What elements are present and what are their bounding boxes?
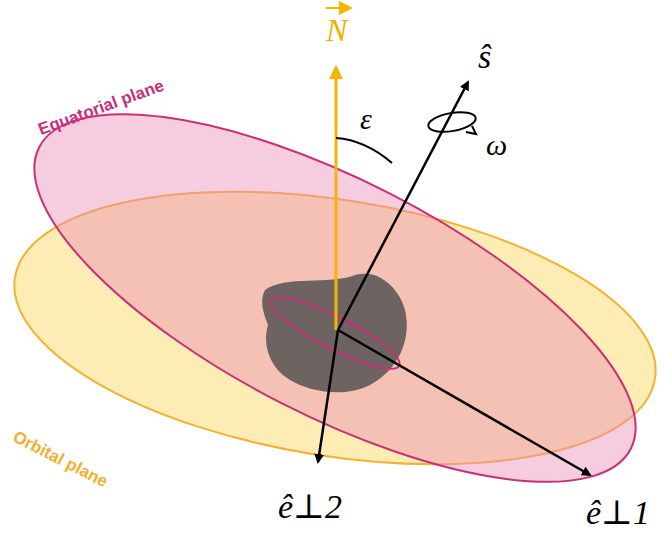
spin-axis-label: ŝ <box>478 40 491 74</box>
e-perp-2 <box>318 330 338 462</box>
spin-loop <box>427 109 477 135</box>
spin-rate-label: ω <box>486 130 507 160</box>
equatorial-plane <box>0 42 664 549</box>
vector-label: ê⊥1 <box>586 496 650 530</box>
vector-arrow <box>326 7 350 9</box>
plane-label: Orbital plane <box>10 428 110 490</box>
normal-label: N <box>326 14 347 46</box>
normal-vector <box>335 68 338 330</box>
spin-axis <box>338 82 468 330</box>
asteroid <box>262 274 407 393</box>
obliquity-arc <box>336 138 392 163</box>
e-perp-1 <box>338 330 590 475</box>
spin-arrowhead <box>466 126 476 134</box>
vector-label: ê⊥2 <box>278 490 342 524</box>
obliquity-label: ε <box>360 104 372 134</box>
